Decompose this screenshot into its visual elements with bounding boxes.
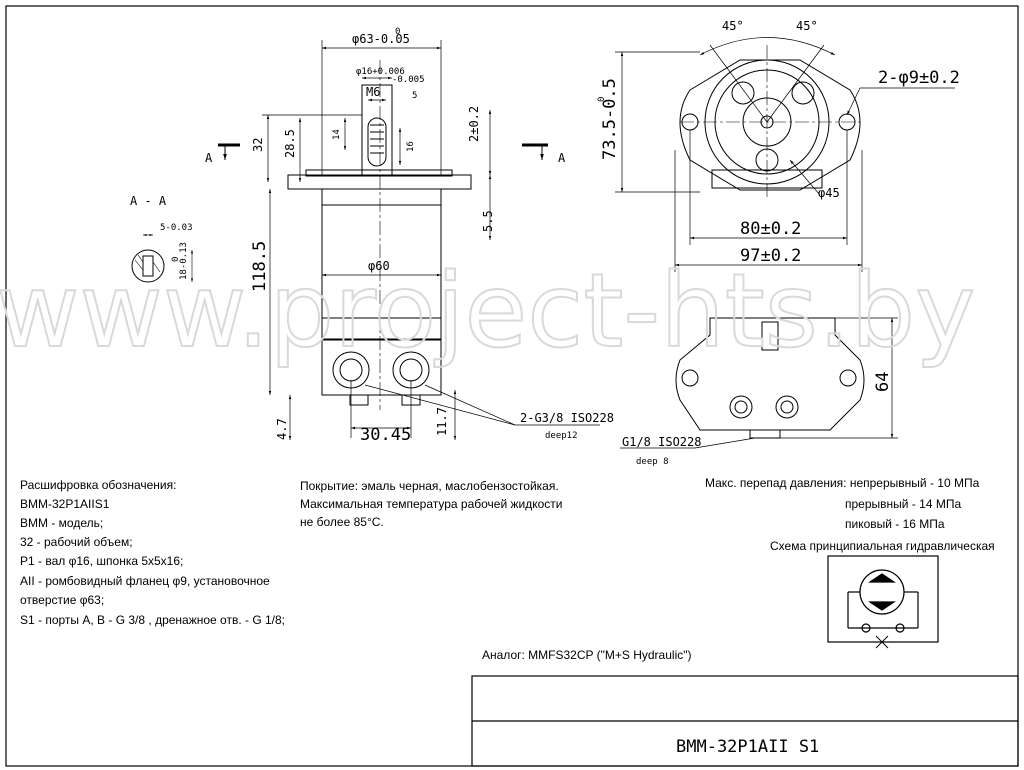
section-dim-18: 18-0.13 xyxy=(179,242,189,280)
section-dim-18-top: 0 xyxy=(171,257,181,262)
cut-left-label: A xyxy=(205,151,213,165)
dim-2-tol: 2±0.2 xyxy=(467,106,481,142)
watermark: www.project-hts.by xyxy=(0,252,975,371)
rear-view xyxy=(675,317,865,439)
ports-depth: deep12 xyxy=(545,431,578,441)
pressure-line-1: Макс. перепад давления: непрерывный - 10… xyxy=(705,476,980,490)
dim-64: 64 xyxy=(873,372,893,392)
coating-line-3: не более 85°С. xyxy=(300,515,384,529)
dim-five: 5 xyxy=(412,91,417,101)
dim-14: 14 xyxy=(332,129,342,140)
schematic-title: Схема принципиальная гидравлическая xyxy=(770,539,995,553)
coating-line-1: Покрытие: эмаль черная, маслобензостойка… xyxy=(300,479,559,493)
coating-line-2: Максимальная температура рабочей жидкост… xyxy=(300,497,563,511)
dim-28-5: 28.5 xyxy=(283,129,297,158)
end-view-dimensions xyxy=(615,37,955,272)
cut-right-label: A xyxy=(558,151,566,165)
dim-11-7: 11.7 xyxy=(435,407,449,436)
section-a-a xyxy=(131,233,194,283)
dim-32: 32 xyxy=(251,138,265,152)
analog-note: Аналог: MMFS32CP ("M+S Hydraulic") xyxy=(482,648,692,662)
dim-d16-bot: -0.005 xyxy=(392,75,425,85)
designation: ВММ-32Р1АII S1 xyxy=(676,737,819,757)
legend-line-3: ВММ - модель; xyxy=(20,516,103,530)
dim-97: 97±0.2 xyxy=(740,246,801,266)
dim-16: 16 xyxy=(406,141,416,152)
legend-line-4: 32 - рабочий объем; xyxy=(20,535,133,549)
dim-d16: φ16+0.006 xyxy=(356,67,405,77)
legend-line-6: АII - ромбовидный фланец φ9, установочно… xyxy=(20,574,270,588)
dim-d45: φ45 xyxy=(818,186,840,200)
section-dim-5: 5-0.03 xyxy=(160,223,193,233)
rear-view-dimensions xyxy=(620,317,898,449)
angle-45-right: 45° xyxy=(796,19,818,33)
end-view xyxy=(679,45,861,200)
ports-label: 2-G3/8 ISO228 xyxy=(520,411,614,425)
dim-5-5: 5.5 xyxy=(481,210,495,232)
cut-arrows xyxy=(223,145,544,160)
dim-d60: φ60 xyxy=(368,259,390,273)
dim-m6: M6 xyxy=(366,85,380,99)
dim-118-5: 118.5 xyxy=(250,241,270,292)
pressure-line-3: пиковый - 16 МПа xyxy=(845,517,945,531)
drain-depth: deep 8 xyxy=(636,457,669,467)
front-dimensions xyxy=(262,40,600,440)
drain-label: G1/8 ISO228 xyxy=(622,435,701,449)
dim-73-5: 73.5-0.5 xyxy=(600,78,620,160)
title-block xyxy=(471,675,1019,767)
legend-line-8: S1 - порты А, В - G 3/8 , дренажное отв.… xyxy=(20,613,285,627)
pressure-line-2: прерывный - 14 МПа xyxy=(845,497,961,511)
dim-4-7: 4.7 xyxy=(275,418,289,440)
section-title: A - A xyxy=(130,194,167,208)
legend-line-2: ВММ-32Р1АIIS1 xyxy=(20,497,110,511)
dim-d63: φ63-0.05 xyxy=(352,32,410,46)
hydraulic-schematic xyxy=(827,555,939,649)
legend-line-1: Расшифровка обозначения: xyxy=(20,478,176,492)
legend-line-7: отверстие φ63; xyxy=(20,593,104,607)
dim-73-5-top: 0 xyxy=(597,97,607,102)
dim-80: 80±0.2 xyxy=(740,219,801,239)
dim-d63-top: 0 xyxy=(395,27,400,37)
legend-line-5: Р1 - вал φ16, шпонка 5х5х16; xyxy=(20,554,183,568)
dim-30-45: 30.45 xyxy=(360,425,411,445)
angle-45-left: 45° xyxy=(722,19,744,33)
holes-label: 2-φ9±0.2 xyxy=(878,68,960,88)
